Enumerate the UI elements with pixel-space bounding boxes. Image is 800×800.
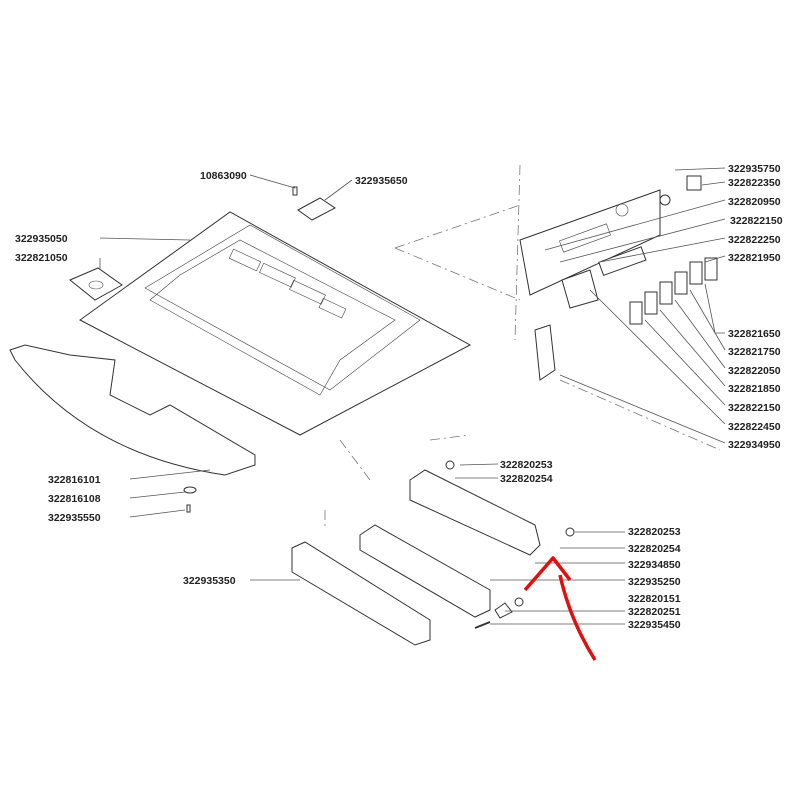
top-plate	[297, 197, 336, 221]
board	[9, 344, 256, 476]
part-label: 322935550	[48, 512, 101, 524]
part-label: 322822250	[728, 234, 781, 246]
leader-lines	[99, 167, 726, 625]
part-label: 322935750	[728, 163, 781, 175]
part-label: 322934950	[728, 439, 781, 451]
part-label: 10863090	[200, 170, 247, 182]
part-label: 322822150	[730, 215, 783, 227]
part-label: 322821850	[728, 383, 781, 395]
knob	[565, 527, 575, 537]
part-label: 322935450	[628, 619, 681, 631]
part-label: 322935350	[183, 575, 236, 587]
assembly-line	[324, 434, 471, 530]
knob	[445, 460, 455, 470]
part-label: 322821950	[728, 252, 781, 264]
part-label: 322820254	[628, 543, 681, 555]
bracket	[494, 602, 513, 619]
grille	[359, 524, 491, 618]
pad	[69, 267, 123, 301]
side-panel	[409, 469, 541, 556]
part-label: 322820253	[500, 459, 553, 471]
assembly-line	[394, 204, 521, 301]
top-screw	[292, 186, 298, 196]
highlight-arrow	[523, 556, 597, 661]
part-label: 322821650	[728, 328, 781, 340]
part-label: 322820251	[628, 606, 681, 618]
part-label: 322820254	[500, 473, 553, 485]
part-label: 322822450	[728, 421, 781, 433]
part-label: 322821750	[728, 346, 781, 358]
part-label: 322822150	[728, 402, 781, 414]
part-label: 322816101	[48, 474, 101, 486]
foot	[183, 486, 197, 494]
part-label: 322935650	[355, 175, 408, 187]
part-label: 322820253	[628, 526, 681, 538]
part-label: 322935250	[628, 576, 681, 588]
nut	[514, 597, 524, 607]
part-label: 322934850	[628, 559, 681, 571]
part-label: 322821050	[15, 252, 68, 264]
part-label: 322820151	[628, 593, 681, 605]
assembly-line	[514, 164, 721, 451]
part-label: 322935050	[15, 233, 68, 245]
part-label: 322820950	[728, 196, 781, 208]
front-cover	[291, 541, 431, 646]
main-panel	[79, 211, 472, 436]
spring	[474, 621, 491, 629]
control-panel	[519, 175, 718, 381]
part-label: 322816108	[48, 493, 101, 505]
part-label: 322822050	[728, 365, 781, 377]
foot-screw	[186, 504, 191, 513]
part-label: 322822350	[728, 177, 781, 189]
